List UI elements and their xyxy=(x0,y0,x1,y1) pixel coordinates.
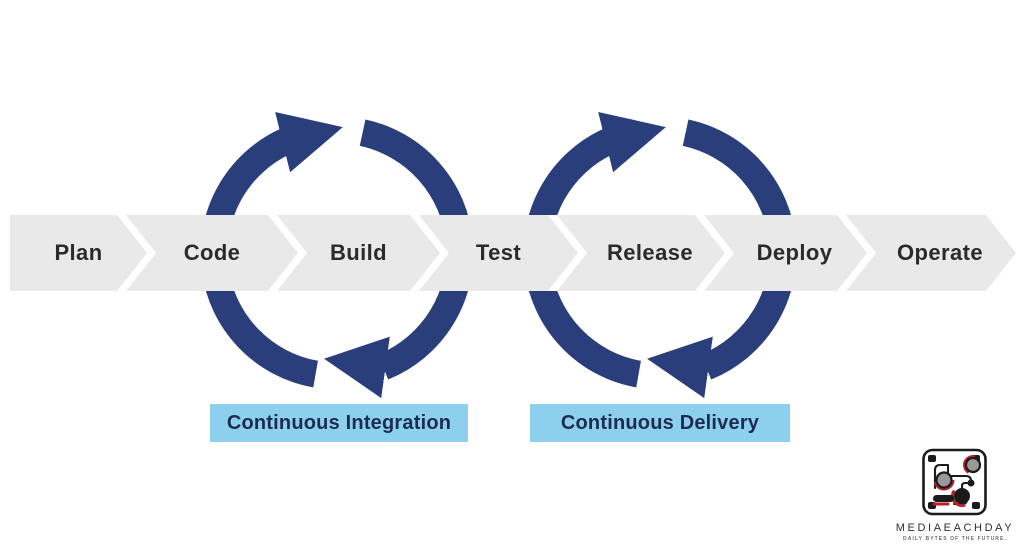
pipeline-stage-build: Build xyxy=(277,215,440,291)
stage-label: Release xyxy=(607,240,693,265)
stage-label: Build xyxy=(330,240,387,265)
pipeline-band: Plan Code Build Test Release Deploy Oper… xyxy=(0,215,1024,291)
pipeline-stage-operate: Operate xyxy=(846,215,1016,291)
stage-label: Operate xyxy=(897,240,983,265)
continuous-integration-label: Continuous Integration xyxy=(210,404,468,442)
pipeline-stage-release: Release xyxy=(557,215,725,291)
pipeline-stage-code: Code xyxy=(126,215,298,291)
pipeline-stage-deploy: Deploy xyxy=(704,215,867,291)
continuous-integration-text: Continuous Integration xyxy=(226,411,452,434)
brand-logo-icon xyxy=(922,448,987,516)
stage-label: Code xyxy=(183,240,241,265)
continuous-delivery-label: Continuous Delivery xyxy=(530,404,790,442)
brand-logo: MEDIAEACHDAY DAILY BYTES OF THE FUTURE. xyxy=(886,446,1024,542)
brand-tagline: DAILY BYTES OF THE FUTURE. xyxy=(903,536,1007,542)
pipeline-stage-test: Test xyxy=(419,215,578,291)
stage-label: Plan xyxy=(54,240,103,265)
brand-name: MEDIAEACHDAY xyxy=(895,522,1015,534)
stage-label: Deploy xyxy=(756,240,833,265)
pipeline-stage-plan: Plan xyxy=(10,215,147,291)
continuous-delivery-text: Continuous Delivery xyxy=(560,411,760,434)
stage-label: Test xyxy=(475,240,522,265)
